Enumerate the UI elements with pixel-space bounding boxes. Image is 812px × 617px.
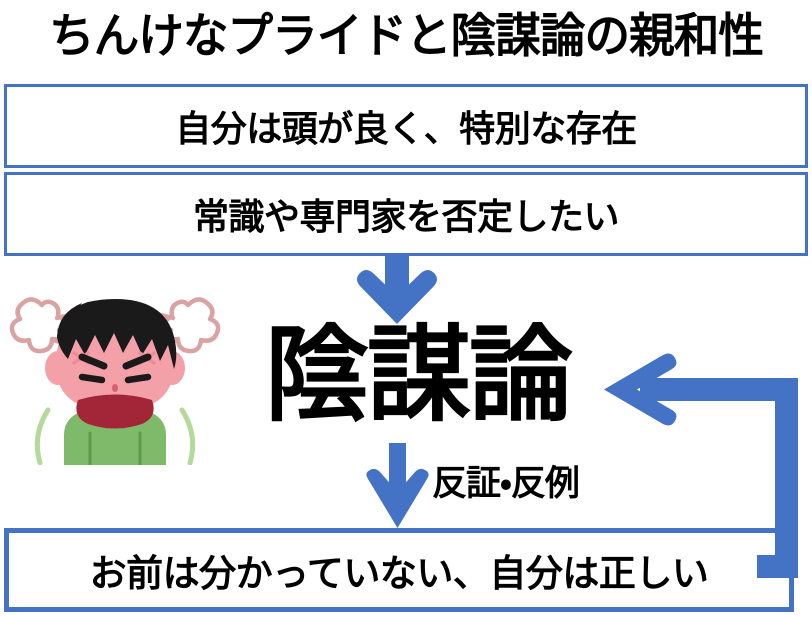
angry-boy-illustration [9, 297, 221, 465]
statement-box-retort-text: お前は分かっていない、自分は正しい [89, 553, 709, 594]
arrow-deny-to-keyword-icon [357, 256, 437, 324]
refutation-label: 反証・反例 [432, 464, 580, 503]
mouth-icon [76, 394, 154, 429]
statement-box-belief-text: 自分は頭が良く、特別な存在 [175, 108, 637, 149]
motion-arc-icon [34, 407, 196, 465]
statement-box-retort: お前は分かっていない、自分は正しい [4, 528, 794, 612]
keyword-conspiracy-theory: 陰謀論 [264, 318, 573, 434]
arrow-keyword-to-retort-icon [366, 443, 429, 528]
nose-icon [112, 384, 118, 392]
statement-box-deny-text: 常識や専門家を否定したい [192, 196, 620, 237]
hair-icon [57, 299, 177, 369]
eye-icon [78, 373, 152, 384]
statement-box-belief: 自分は頭が良く、特別な存在 [4, 84, 808, 168]
page-title: ちんけなプライドと陰謀論の親和性 [49, 9, 764, 62]
eyebrow-icon [78, 353, 152, 370]
statement-box-deny: 常識や専門家を否定したい [4, 172, 808, 256]
